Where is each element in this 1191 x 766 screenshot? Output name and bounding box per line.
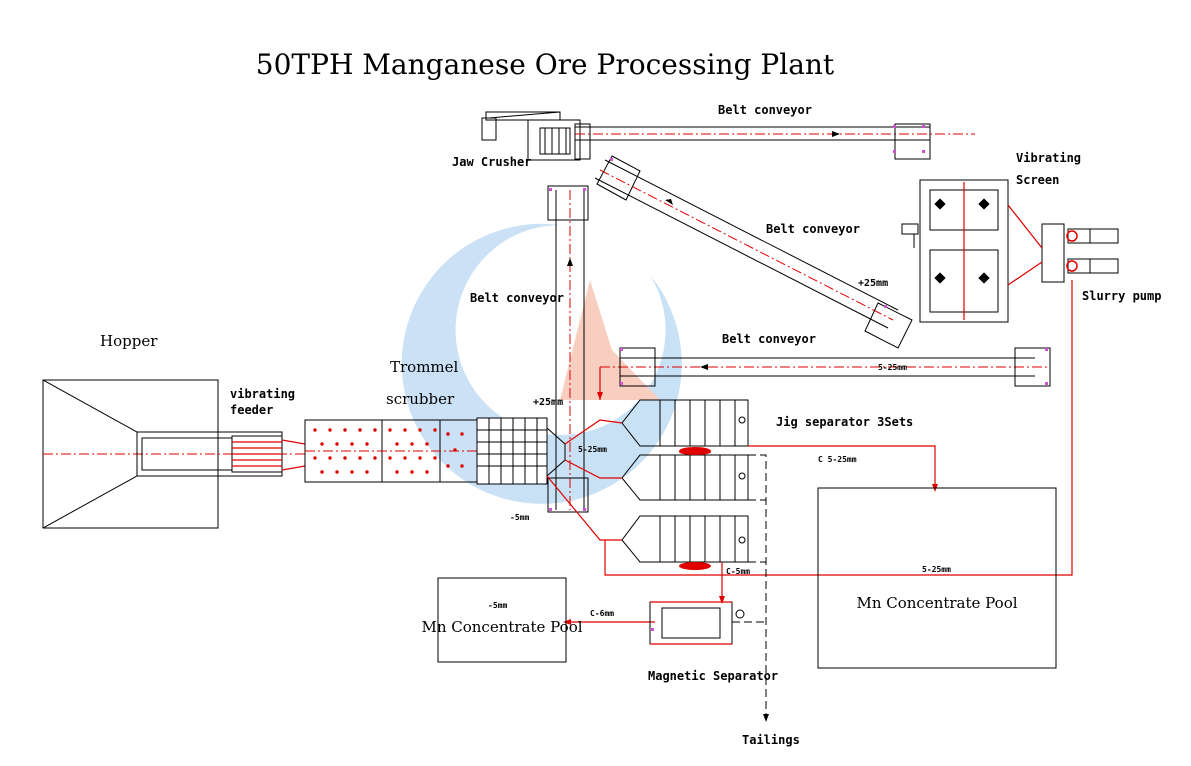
belt-conveyor-vertical [547, 185, 589, 513]
belt-conveyor-top [574, 123, 975, 160]
vibrating-feeder-label-2: feeder [230, 403, 273, 417]
mn-pool-left-label: Mn Concentrate Pool [421, 618, 582, 636]
s525-pool-label: 5-25mm [922, 565, 951, 574]
hopper-label: Hopper [100, 332, 158, 350]
watermark-logo [401, 223, 682, 504]
belt-conveyor-mid-label: Belt conveyor [722, 332, 816, 346]
vibrating-screen-label-2: Screen [1016, 173, 1059, 187]
vibrating-screen-label-1: Vibrating [1016, 151, 1081, 165]
trommel-label-1: Trommel [390, 358, 459, 376]
vibrating-feeder [136, 431, 306, 477]
c525-label: C 5-25mm [818, 455, 857, 464]
plus25-trommel-label: +25mm [533, 397, 563, 408]
vibrating-feeder-label-1: vibrating [230, 387, 295, 401]
diagram-title: 50TPH Manganese Ore Processing Plant [256, 48, 835, 81]
mn-pool-right-label: Mn Concentrate Pool [856, 594, 1017, 612]
c6-mag-label: C-6mm [590, 609, 614, 618]
belt-conveyor-vert-label: Belt conveyor [470, 291, 564, 305]
c5-jig-label: C-5mm [726, 567, 750, 576]
mn-concentrate-pool-left [437, 577, 567, 663]
jig-separator-label: Jig separator 3Sets [776, 415, 913, 429]
vibrating-screen [901, 179, 1009, 323]
tailings-line [732, 454, 769, 722]
trommel-scrubber [304, 417, 566, 485]
magnetic-separator-label: Magnetic Separator [648, 669, 778, 683]
trommel-dots [313, 428, 464, 474]
belt-conveyor-diag-label: Belt conveyor [766, 222, 860, 236]
belt-conveyor-middle [600, 347, 1051, 387]
minus5-trommel-label: -5mm [510, 513, 529, 522]
jaw-crusher-label: Jaw Crusher [452, 155, 531, 169]
s525-conveyor-label: 5-25mm [878, 363, 907, 372]
mn-concentrate-pool-right [817, 487, 1057, 669]
trommel-label-2: scrubber [386, 390, 455, 408]
flow-lines [546, 280, 1073, 625]
s525-trommel-label: 5-25mm [578, 445, 607, 454]
tailings-label: Tailings [742, 733, 800, 747]
jig-separator-3 [621, 515, 749, 570]
slurry-pump [1007, 204, 1119, 286]
belt-conveyor-diagonal [594, 155, 913, 349]
slurry-pump-label: Slurry pump [1082, 289, 1161, 303]
plus25-screen-label: +25mm [858, 278, 888, 289]
minus5-pool-label: -5mm [488, 601, 507, 610]
belt-conveyor-top-label: Belt conveyor [718, 103, 812, 117]
jaw-crusher [481, 111, 581, 161]
jig-separator-2 [621, 449, 749, 501]
magnetic-separator [649, 601, 745, 645]
